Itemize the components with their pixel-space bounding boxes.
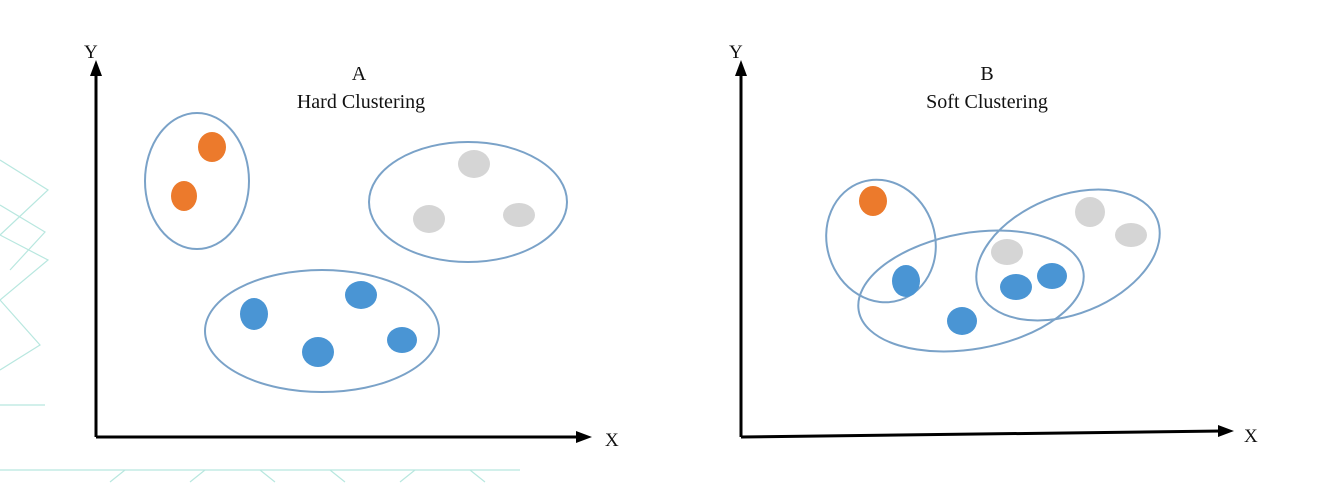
gray-point [1075, 197, 1105, 227]
x-axis-label: X [1244, 426, 1258, 447]
x-axis [96, 431, 592, 443]
x-axis-arrowhead [576, 431, 592, 443]
blue-point [240, 298, 268, 330]
gray-point [991, 239, 1023, 265]
blue-point [1037, 263, 1067, 289]
y-axis-arrowhead [90, 60, 102, 76]
orange-point [198, 132, 226, 162]
y-axis [735, 60, 747, 437]
blue-point [302, 337, 334, 367]
panel-title: Hard Clustering [297, 91, 425, 113]
x-axis-arrowhead [1218, 425, 1234, 437]
orange-cluster-outline [825, 178, 937, 304]
gray-point [413, 205, 445, 233]
blue-point [892, 265, 920, 297]
orange-point [171, 181, 197, 211]
orange-point [859, 186, 887, 216]
background-decoration [0, 159, 520, 483]
gray-point [503, 203, 535, 227]
panel-title: Soft Clustering [926, 91, 1048, 113]
panel-letter: A [352, 63, 367, 85]
y-axis [90, 60, 102, 437]
blue-cluster-outline [857, 229, 1085, 353]
blue-point [947, 307, 977, 335]
blue-point [387, 327, 417, 353]
gray-point [1115, 223, 1147, 247]
y-axis-label: Y [729, 42, 743, 63]
blue-point [345, 281, 377, 309]
orange-cluster-outline [144, 112, 250, 250]
y-axis-label: Y [84, 42, 98, 63]
panel-soft-clustering: Y X B Soft Clustering [729, 42, 1258, 447]
gray-point [458, 150, 490, 178]
x-axis-label: X [605, 430, 619, 451]
blue-cluster-outline [204, 269, 440, 393]
y-axis-arrowhead [735, 60, 747, 76]
panel-hard-clustering: Y X A Hard Clustering [84, 42, 619, 451]
panel-letter: B [980, 63, 993, 85]
blue-point [1000, 274, 1032, 300]
x-axis [740, 425, 1234, 439]
gray-cluster-outline [368, 141, 568, 263]
gray-cluster-outline [975, 188, 1161, 322]
